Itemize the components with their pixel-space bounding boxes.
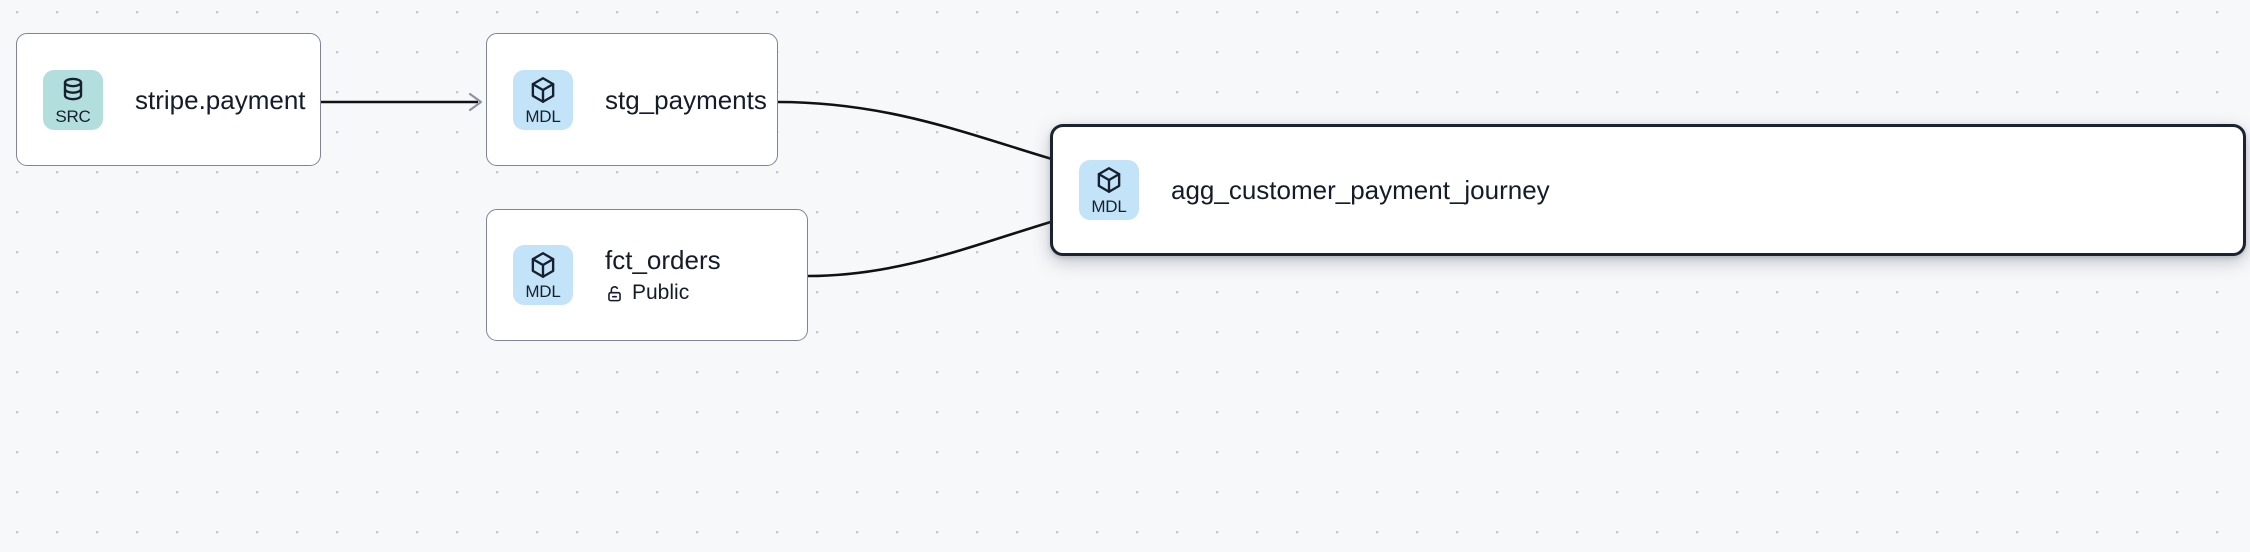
node-title: stg_payments: [605, 84, 767, 115]
cube-icon: [531, 76, 555, 103]
cube-icon: [531, 252, 555, 278]
database-icon: [63, 77, 83, 100]
node-fct-orders[interactable]: MDL fct_orders Public: [486, 209, 808, 341]
node-type-badge-mdl: MDL: [513, 245, 573, 305]
node-title: stripe.payment: [135, 84, 306, 115]
node-type-badge-src: SRC: [43, 69, 103, 130]
arrowhead-stg-payments: [468, 92, 483, 112]
node-title: fct_orders: [605, 245, 721, 275]
node-title: agg_customer_payment_journey: [1171, 175, 1550, 205]
node-visibility: Public: [605, 281, 721, 305]
node-stg-payments[interactable]: MDL stg_payments: [486, 33, 778, 166]
visibility-label: Public: [632, 281, 690, 304]
badge-label: MDL: [1091, 197, 1127, 216]
node-label-block: stg_payments: [605, 85, 767, 115]
node-label-block: agg_customer_payment_journey: [1171, 175, 1550, 205]
unlock-icon: [608, 285, 621, 301]
badge-label: MDL: [525, 106, 561, 126]
node-type-badge-mdl: MDL: [513, 69, 573, 130]
node-stripe-payment[interactable]: SRC stripe.payment: [16, 33, 321, 166]
node-label-block: fct_orders Public: [605, 245, 721, 305]
node-agg-customer-payment-journey[interactable]: MDL agg_customer_payment_journey: [1050, 124, 2246, 256]
node-type-badge-mdl: MDL: [1079, 160, 1139, 220]
cube-icon: [1097, 167, 1121, 193]
badge-label: SRC: [55, 106, 91, 126]
node-label-block: stripe.payment: [135, 85, 306, 115]
badge-label: MDL: [525, 282, 561, 301]
